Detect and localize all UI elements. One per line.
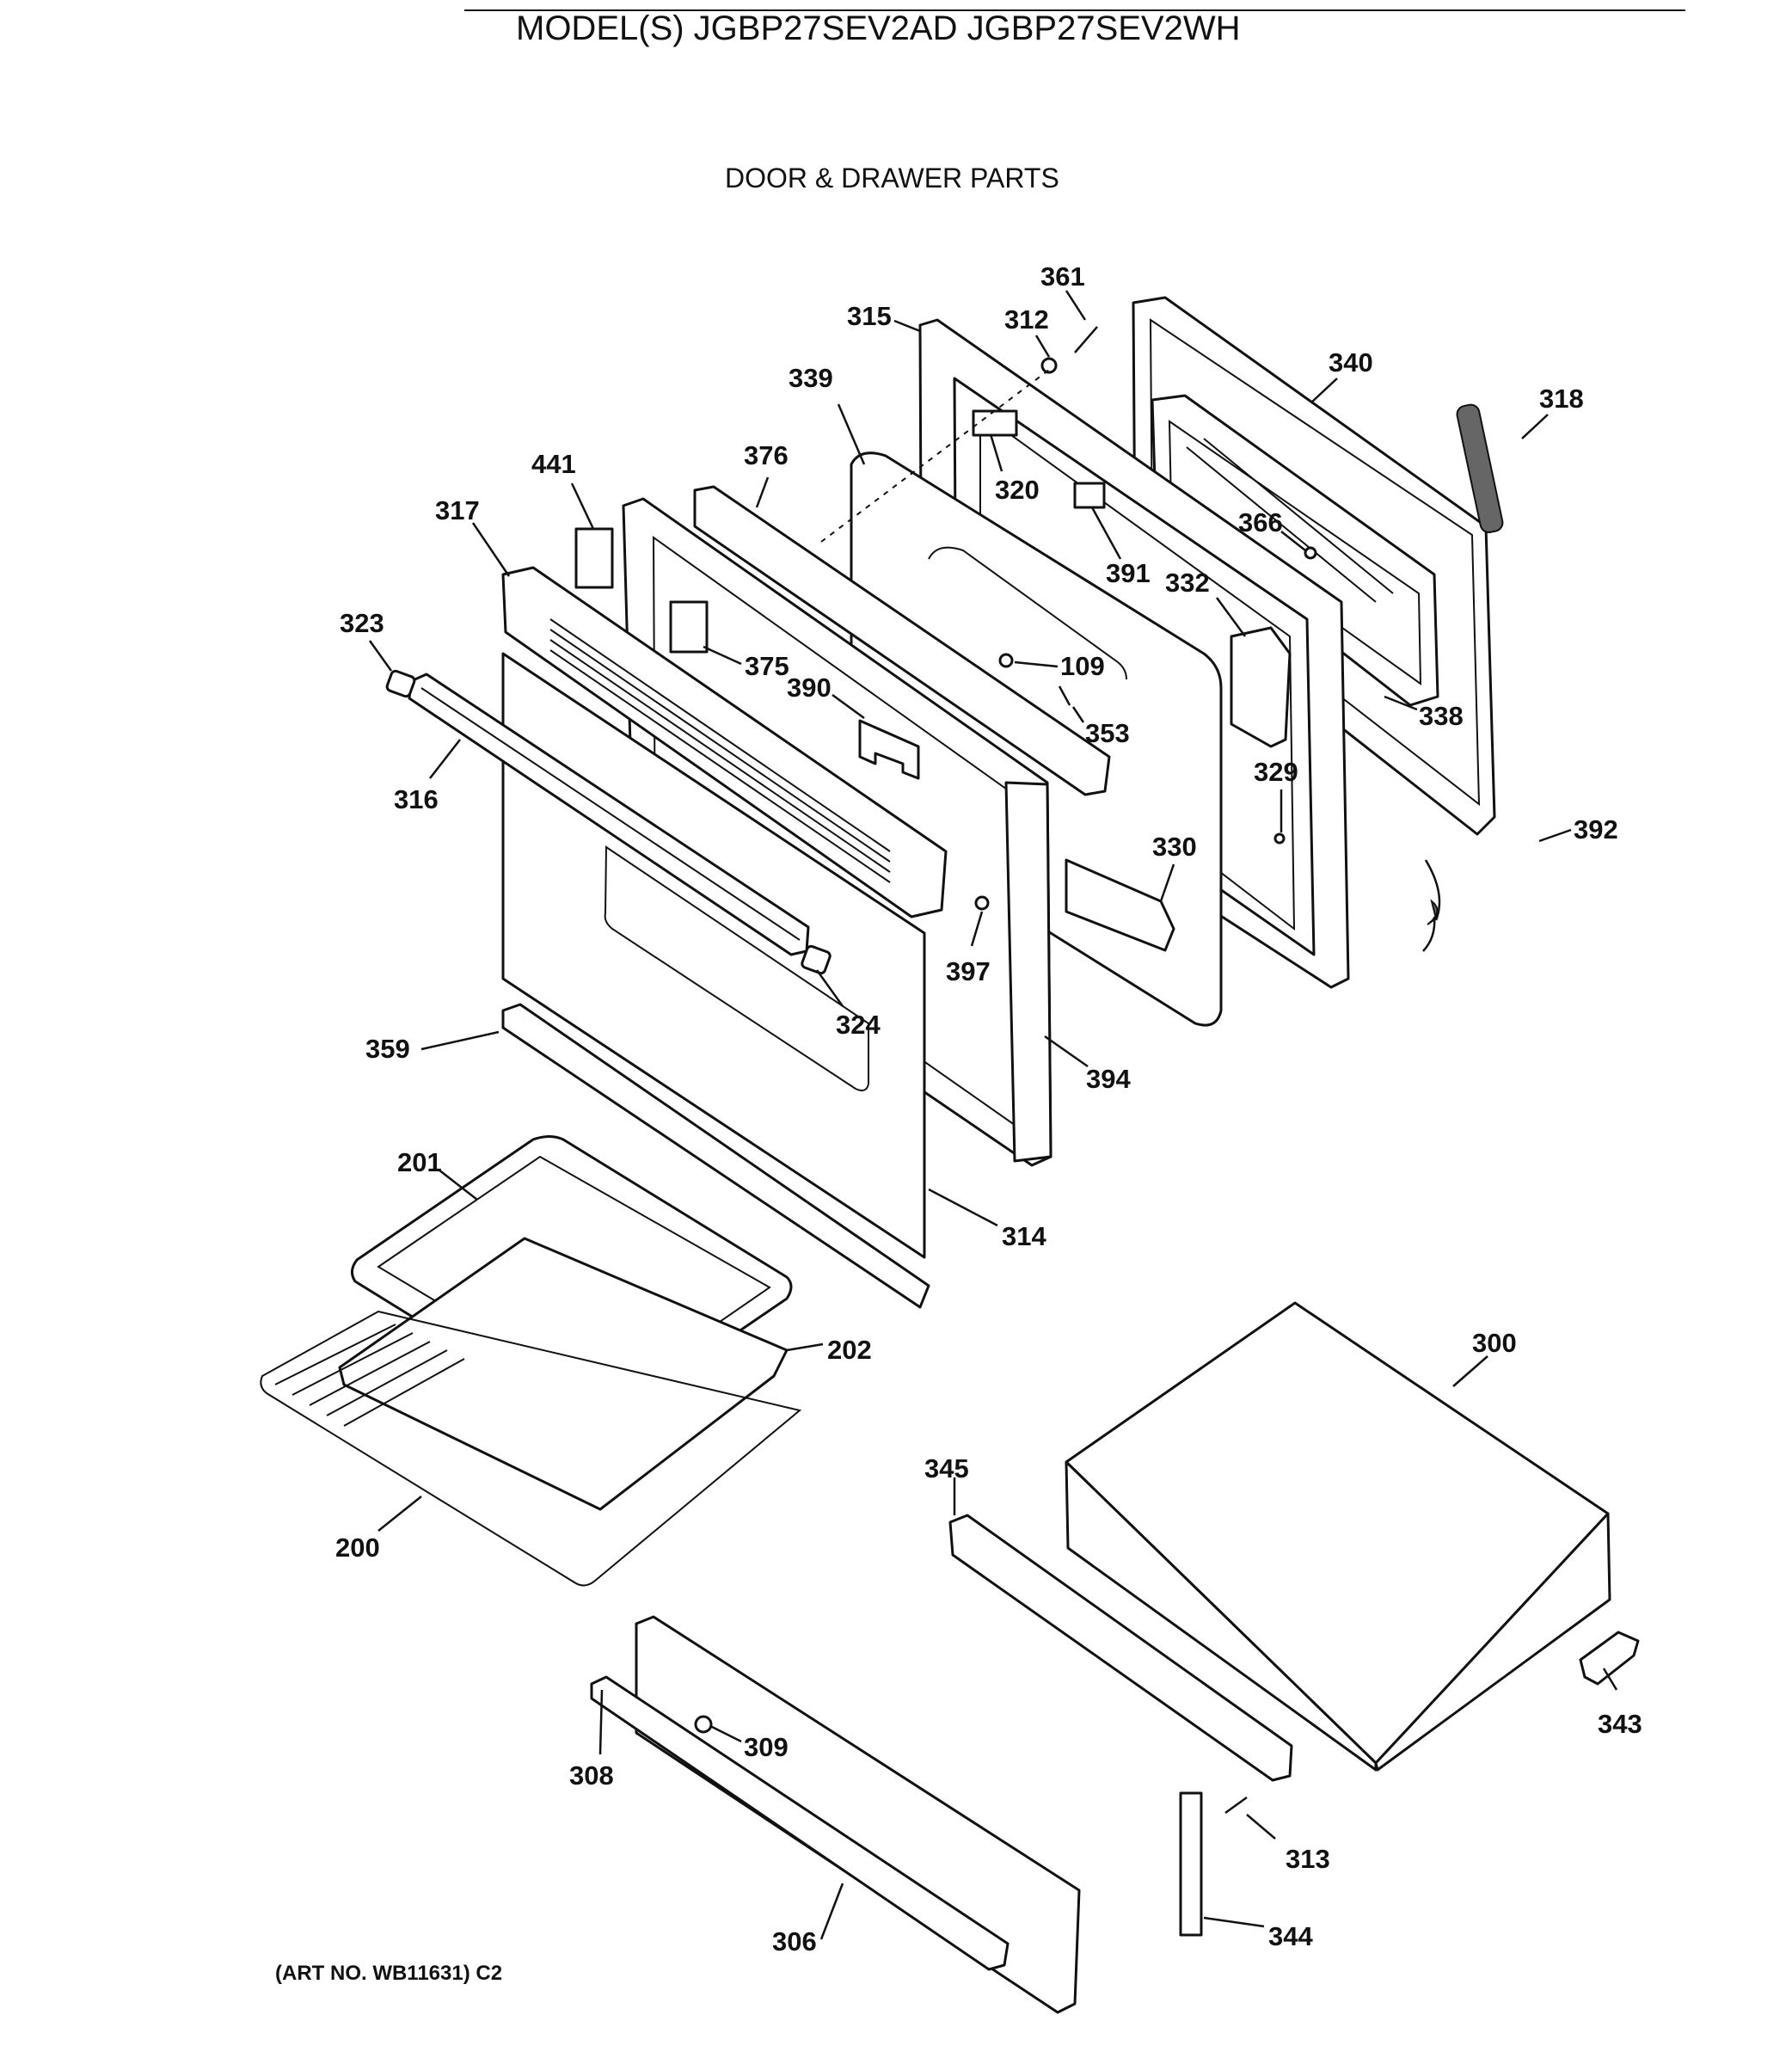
part-300-drawer-body — [1065, 1301, 1611, 1772]
callout-labels: 361 315 312 340 318 339 376 441 320 317 … — [335, 261, 1642, 1956]
part-324-end-cap — [801, 944, 832, 975]
part-306-drawer-front — [635, 1615, 1081, 2014]
part-392-gasket-body — [1427, 899, 1439, 925]
callout-366: 366 — [1238, 507, 1283, 538]
callout-324: 324 — [836, 1010, 881, 1040]
part-329-screw — [1273, 832, 1286, 845]
callout-345: 345 — [924, 1453, 969, 1484]
part-361-screw — [1074, 326, 1098, 353]
callout-309: 309 — [744, 1732, 789, 1762]
callout-315: 315 — [847, 301, 892, 331]
part-375-bracket — [669, 600, 709, 654]
callout-201: 201 — [397, 1147, 442, 1177]
callout-306: 306 — [772, 1926, 817, 1956]
callout-391: 391 — [1106, 558, 1151, 588]
callout-353: 353 — [1085, 718, 1130, 748]
callout-316: 316 — [394, 784, 439, 814]
part-332-insulation-block — [1230, 626, 1292, 748]
part-441-hinge-bracket — [574, 527, 614, 589]
part-345-drawer-slide — [948, 1514, 1293, 1782]
part-313-screw — [1224, 1796, 1248, 1815]
callout-300: 300 — [1472, 1328, 1517, 1358]
callout-340: 340 — [1329, 347, 1373, 378]
callout-376: 376 — [744, 440, 789, 470]
part-392-gasket-strand — [1422, 916, 1436, 952]
callout-344: 344 — [1268, 1921, 1313, 1951]
part-394-side-strip — [1004, 781, 1052, 1163]
callout-332: 332 — [1165, 568, 1210, 598]
callout-359: 359 — [365, 1034, 410, 1064]
callout-308: 308 — [569, 1760, 614, 1791]
part-397-screw — [974, 895, 990, 911]
callout-313: 313 — [1286, 1844, 1330, 1874]
part-392-gasket — [1424, 859, 1441, 921]
callout-312: 312 — [1004, 304, 1049, 335]
part-390-bracket — [858, 719, 920, 780]
part-340-outer-door-panel — [1132, 296, 1496, 836]
part-109-washer — [998, 653, 1014, 668]
callout-392: 392 — [1574, 814, 1618, 845]
part-202-broiler-pan — [338, 1237, 789, 1511]
part-309-screw — [694, 1715, 713, 1734]
part-344-bracket — [1179, 1791, 1203, 1937]
section-title: DOOR & DRAWER PARTS — [725, 163, 1059, 194]
part-320-hinge-receiver — [972, 409, 1018, 437]
callout-320: 320 — [995, 475, 1040, 505]
callout-361: 361 — [1040, 261, 1085, 292]
callout-343: 343 — [1598, 1709, 1642, 1739]
part-330-shield — [1065, 858, 1175, 952]
callout-202: 202 — [827, 1335, 872, 1365]
callout-330: 330 — [1152, 832, 1197, 862]
part-359-bottom-trim — [501, 1003, 930, 1309]
art-number: (ART NO. WB11631) C2 — [275, 1962, 502, 1985]
callout-323: 323 — [340, 608, 384, 638]
part-317-vent-trim — [501, 566, 948, 918]
part-343-drawer-stop — [1579, 1631, 1640, 1686]
part-318-gasket — [1456, 403, 1504, 533]
part-353-screw — [1058, 685, 1071, 706]
callout-339: 339 — [789, 363, 833, 393]
page-title: MODEL(S) JGBP27SEV2AD JGBP27SEV2WH — [516, 9, 1241, 47]
callout-375: 375 — [745, 651, 789, 681]
callout-397: 397 — [946, 956, 991, 986]
callout-109: 109 — [1060, 651, 1105, 681]
callout-394: 394 — [1086, 1064, 1131, 1094]
callout-390: 390 — [787, 673, 832, 703]
callout-441: 441 — [531, 449, 576, 479]
callout-329: 329 — [1254, 757, 1298, 787]
part-323-end-cap — [385, 669, 416, 698]
callout-314: 314 — [1002, 1221, 1046, 1251]
callout-318: 318 — [1539, 384, 1584, 414]
leader-lines — [368, 290, 1618, 1940]
callout-200: 200 — [335, 1533, 380, 1563]
part-338-window-glass — [1186, 438, 1394, 603]
part-366-screw — [1304, 546, 1317, 560]
part-200-oven-rack — [260, 1310, 802, 1587]
part-391-latch-plate — [1073, 482, 1106, 509]
callout-317: 317 — [435, 495, 480, 525]
part-312-nut — [1040, 357, 1058, 374]
hinge-axis-dashed — [820, 369, 1050, 543]
callout-338: 338 — [1419, 701, 1464, 731]
part-308-drawer-handle — [590, 1675, 1010, 1971]
